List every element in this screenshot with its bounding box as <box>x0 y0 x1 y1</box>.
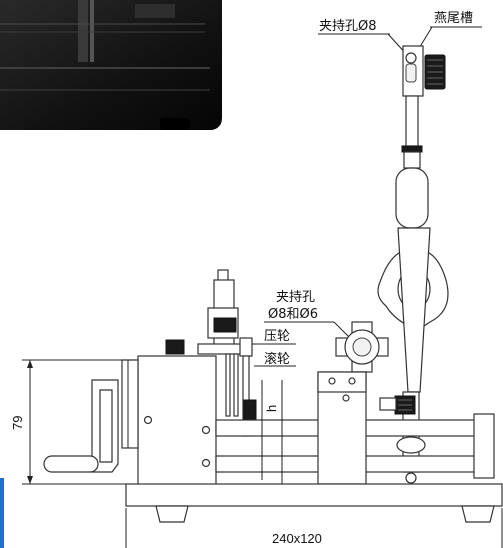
slider-block <box>317 371 367 485</box>
label-roller-wheel: 滚轮 <box>254 351 296 367</box>
hand-crank <box>43 379 119 473</box>
guide-rails <box>215 413 495 479</box>
left-housing <box>121 339 217 487</box>
label-holder-hole-8: 夹持孔Ø8 <box>318 19 409 57</box>
svg-text:79: 79 <box>10 416 25 430</box>
label-holder-hole-8-6: 夹持孔 Ø8和Ø6 <box>264 290 351 339</box>
svg-text:滚轮: 滚轮 <box>264 351 290 367</box>
base-dimension: 240x120 <box>125 508 503 548</box>
svg-text:h: h <box>264 405 279 412</box>
svg-text:夹持孔: 夹持孔 <box>276 290 315 305</box>
svg-text:240x120: 240x120 <box>272 531 322 546</box>
vertical-clamp-arm <box>377 45 449 484</box>
height-dimension: 79 <box>10 359 136 485</box>
device-photo <box>0 0 222 130</box>
svg-text:夹持孔Ø8: 夹持孔Ø8 <box>319 19 377 34</box>
svg-text:压轮: 压轮 <box>264 329 290 344</box>
svg-text:燕尾槽: 燕尾槽 <box>434 11 473 26</box>
h-dimension: h <box>261 380 283 484</box>
label-dovetail: 燕尾槽 <box>417 11 482 51</box>
pressure-wheel-post <box>197 269 257 437</box>
accent-strip <box>0 478 4 548</box>
cross-clamp <box>335 321 389 373</box>
svg-text:Ø8和Ø6: Ø8和Ø6 <box>268 307 318 322</box>
base-plate <box>125 483 503 523</box>
label-pressure-wheel: 压轮 <box>246 329 296 345</box>
